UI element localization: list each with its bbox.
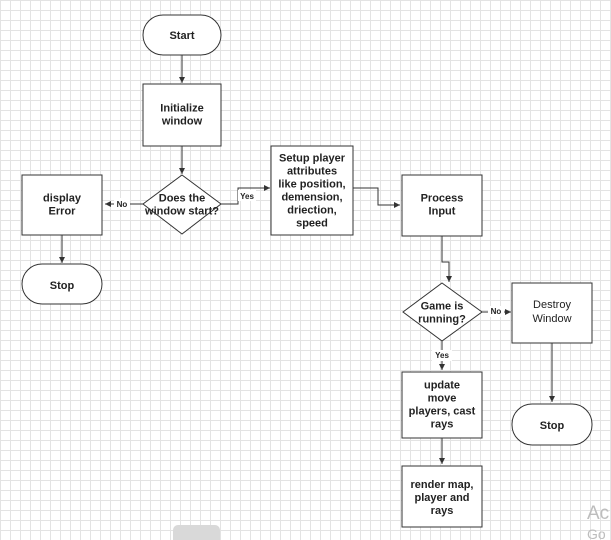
update-label-line: players, cast xyxy=(409,406,476,418)
start-label: Start xyxy=(169,30,194,42)
yes-label-2: Yes xyxy=(435,351,449,360)
game-running-label-line: running? xyxy=(418,314,466,326)
start-terminal xyxy=(142,14,222,56)
display-error-label-line: display xyxy=(43,193,82,205)
init-window-box xyxy=(142,83,222,147)
update-label-line: move xyxy=(428,393,457,405)
watermark-line-1: Ac xyxy=(587,503,609,524)
game-running-decision xyxy=(402,282,483,342)
no-label-1: No xyxy=(117,200,128,209)
destroy-window-box xyxy=(511,282,593,344)
render-label-line: player and xyxy=(414,492,469,504)
stop-right-terminal xyxy=(511,403,593,446)
window-start-decision xyxy=(142,174,222,235)
update-label-line: rays xyxy=(431,419,454,431)
process-input-label-line: Process xyxy=(421,193,464,205)
setup-player-label-line: Setup player xyxy=(279,153,346,165)
stop-right-label-line: Stop xyxy=(540,420,565,432)
update-label-line: update xyxy=(424,380,460,392)
init-window-label-line: window xyxy=(161,116,203,128)
window-start-label-line: window start? xyxy=(144,206,219,218)
update-box xyxy=(401,371,483,439)
no-label-2: No xyxy=(491,307,502,316)
destroy-window-label-line: Window xyxy=(532,313,571,325)
yes-label-1: Yes xyxy=(240,192,254,201)
destroy-window-label-line: Destroy xyxy=(533,299,571,311)
watermark-line-2: Go xyxy=(587,526,606,540)
render-label-line: rays xyxy=(431,505,454,517)
stop-left-label-line: Stop xyxy=(50,280,75,292)
stop-left-terminal xyxy=(21,263,103,305)
render-box xyxy=(401,465,483,528)
start-label-line: Start xyxy=(169,30,194,42)
edge-setup-to-process xyxy=(353,187,400,208)
horizontal-scroll-handle[interactable] xyxy=(173,525,220,540)
setup-player-label-line: demension, xyxy=(281,192,342,204)
game-running-label-line: Game is xyxy=(421,301,464,313)
window-start-label-line: Does the xyxy=(159,193,205,205)
setup-player-label-line: attributes xyxy=(287,166,337,178)
display-error-box xyxy=(21,174,103,236)
setup-player-label-line: speed xyxy=(296,218,328,230)
process-input-box xyxy=(401,174,483,237)
stop-left-label: Stop xyxy=(50,280,75,292)
init-window-label-line: Initialize xyxy=(160,103,203,115)
setup-player-label-line: like position, xyxy=(278,179,345,191)
display-error-label-line: Error xyxy=(49,206,77,218)
render-label-line: render map, xyxy=(411,479,474,491)
edge-process-to-game xyxy=(441,236,452,282)
stop-right-label: Stop xyxy=(540,420,565,432)
process-input-label-line: Input xyxy=(429,206,456,218)
setup-player-label-line: driection, xyxy=(287,205,337,217)
setup-player-box xyxy=(270,145,354,236)
